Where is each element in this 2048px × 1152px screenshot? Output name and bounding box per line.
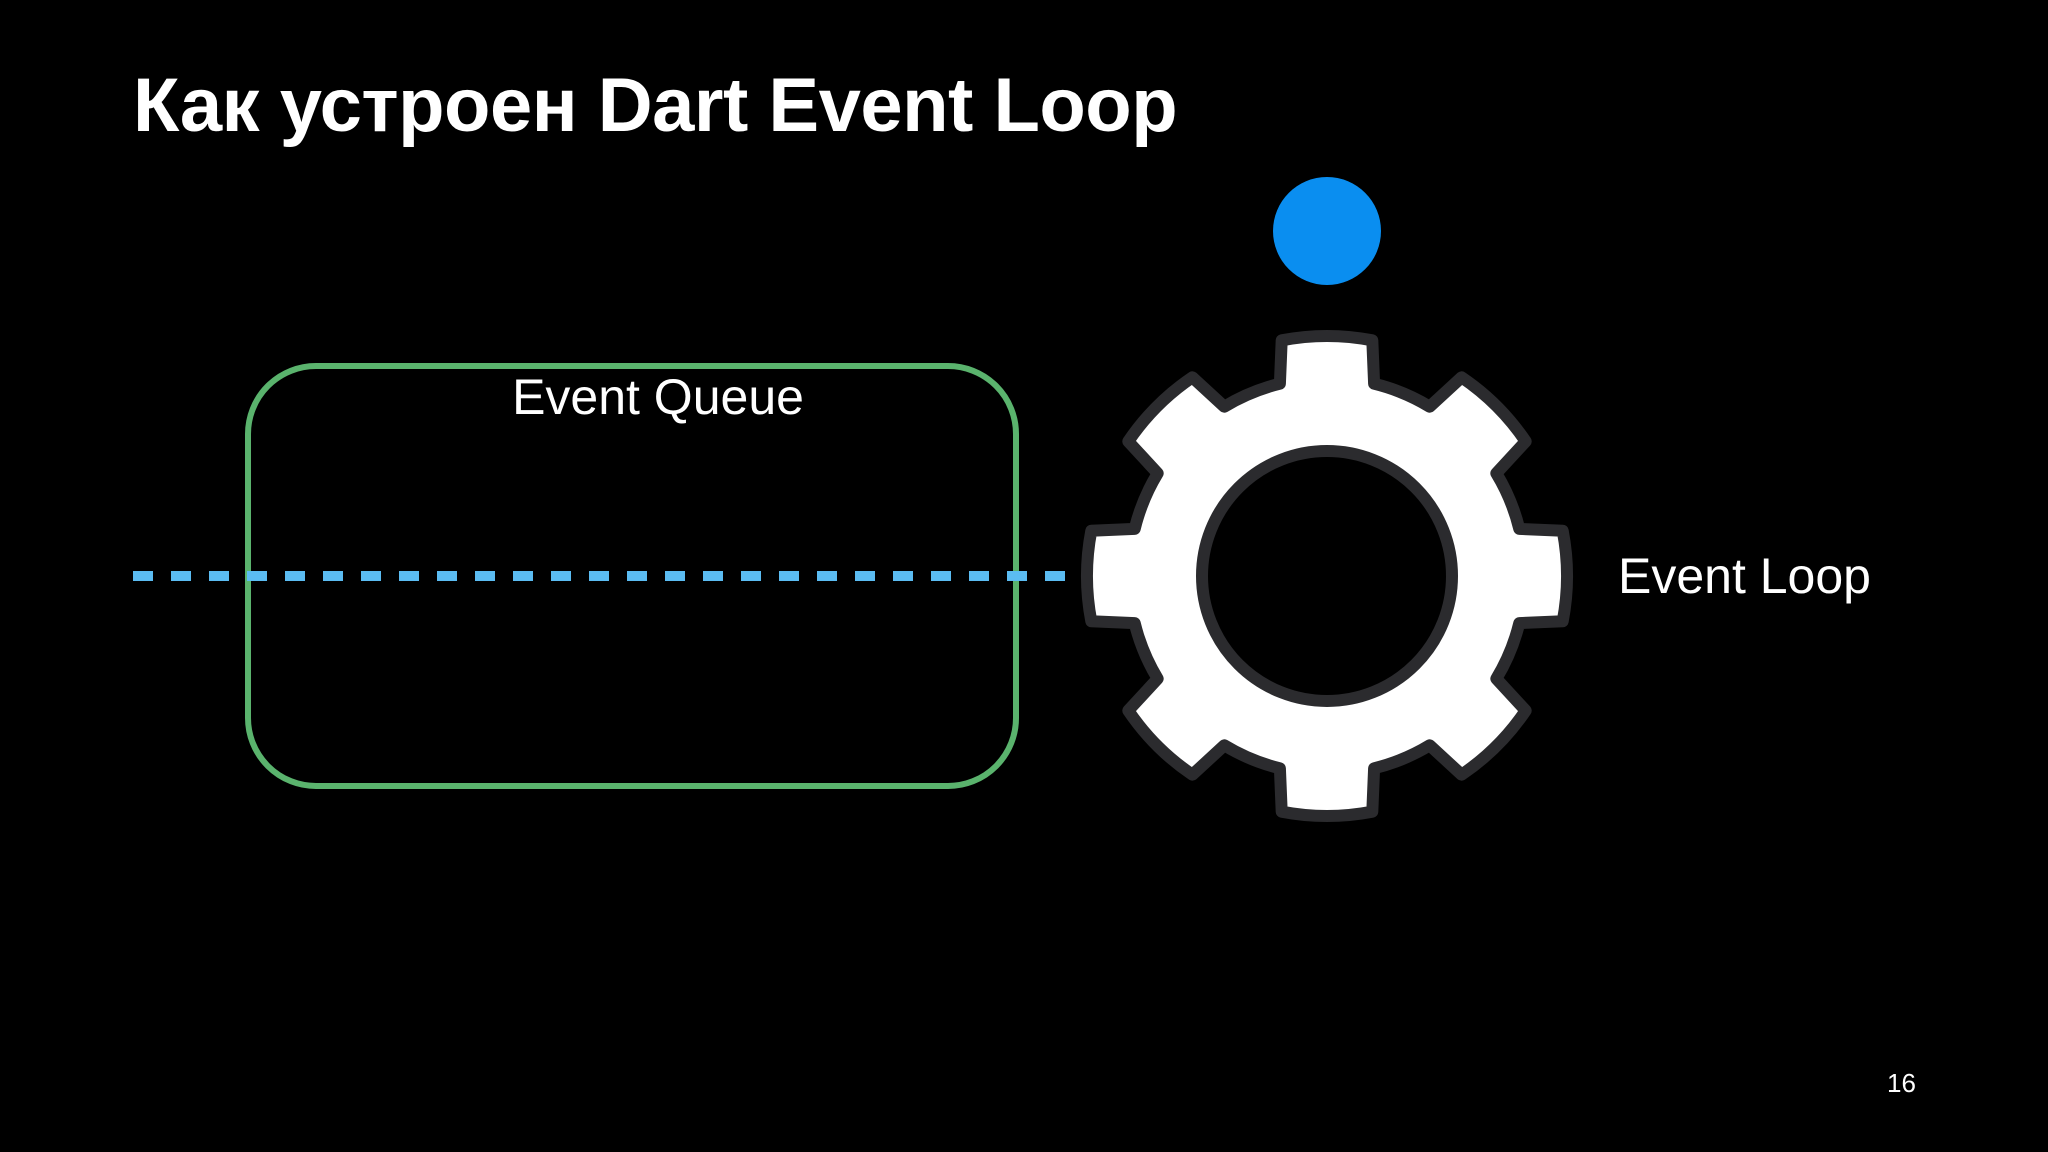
gear-hole <box>1196 445 1458 707</box>
gear-icon <box>1080 329 1574 823</box>
event-dot <box>1273 177 1381 285</box>
event-queue-label: Event Queue <box>512 369 804 425</box>
slide-title: Как устроен Dart Event Loop <box>133 63 1178 148</box>
page-number: 16 <box>1887 1068 1916 1098</box>
event-loop-label: Event Loop <box>1618 548 1871 604</box>
